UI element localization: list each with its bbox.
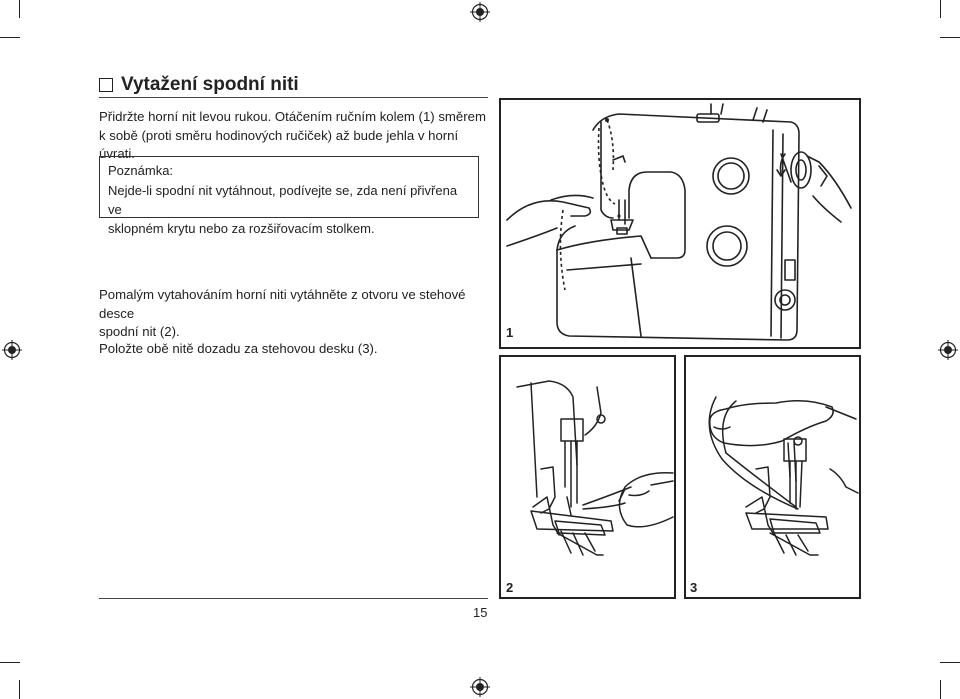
crop-mark-bottom-right-v bbox=[940, 680, 941, 699]
page-number: 15 bbox=[473, 605, 488, 620]
step2-line: spodní nit (2). bbox=[99, 324, 180, 339]
step2-paragraph: Pomalým vytahováním horní niti vytáhněte… bbox=[99, 286, 494, 342]
title-divider bbox=[99, 97, 488, 98]
intro-line: k sobě (proti směru hodinových ručiček) … bbox=[99, 127, 459, 162]
figure-2-number: 2 bbox=[506, 580, 514, 595]
step3-paragraph: Položte obě nitě dozadu za stehovou desk… bbox=[99, 340, 494, 359]
crop-mark-top-left-h bbox=[0, 37, 20, 38]
note-line: sklopném krytu nebo za rozšiřovacím stol… bbox=[108, 221, 375, 236]
crop-mark-top-right-h bbox=[940, 37, 960, 38]
registration-mark-icon bbox=[470, 2, 490, 22]
intro-line: Přidržte horní nit levou rukou. Otáčením… bbox=[99, 109, 486, 124]
figure-1-panel bbox=[499, 98, 861, 349]
note-box: Poznámka: Nejde-li spodní nit vytáhnout,… bbox=[99, 156, 479, 236]
note-text: Nejde-li spodní nit vytáhnout, podívejte… bbox=[108, 181, 470, 238]
crop-mark-bottom-left-h bbox=[0, 662, 20, 663]
crop-mark-bottom-left-v bbox=[19, 680, 20, 699]
checkbox-icon bbox=[99, 78, 113, 92]
registration-mark-icon bbox=[470, 677, 490, 697]
section-header: Vytažení spodní niti bbox=[99, 74, 299, 96]
intro-paragraph: Přidržte horní nit levou rukou. Otáčením… bbox=[99, 108, 494, 164]
figure-2-panel bbox=[499, 355, 676, 599]
crop-mark-top-right-v bbox=[940, 0, 941, 18]
figure-3-number: 3 bbox=[690, 580, 698, 595]
registration-mark-icon bbox=[2, 340, 22, 360]
crop-mark-top-left-v bbox=[19, 0, 20, 18]
footer-divider bbox=[99, 598, 488, 599]
crop-mark-bottom-right-h bbox=[940, 662, 960, 663]
step3-line: Položte obě nitě dozadu za stehovou desk… bbox=[99, 341, 378, 356]
step2-line: Pomalým vytahováním horní niti vytáhněte… bbox=[99, 287, 466, 321]
registration-mark-icon bbox=[938, 340, 958, 360]
figure-3-panel bbox=[684, 355, 861, 599]
figure-1-number: 1 bbox=[506, 325, 514, 340]
presser-foot-illustration bbox=[516, 380, 674, 556]
sewing-machine-illustration bbox=[506, 103, 852, 341]
threads-back-illustration bbox=[708, 396, 859, 556]
section-title: Vytažení spodní niti bbox=[121, 74, 299, 95]
note-line: Nejde-li spodní nit vytáhnout, podívejte… bbox=[108, 183, 458, 217]
note-label: Poznámka: bbox=[108, 163, 174, 178]
